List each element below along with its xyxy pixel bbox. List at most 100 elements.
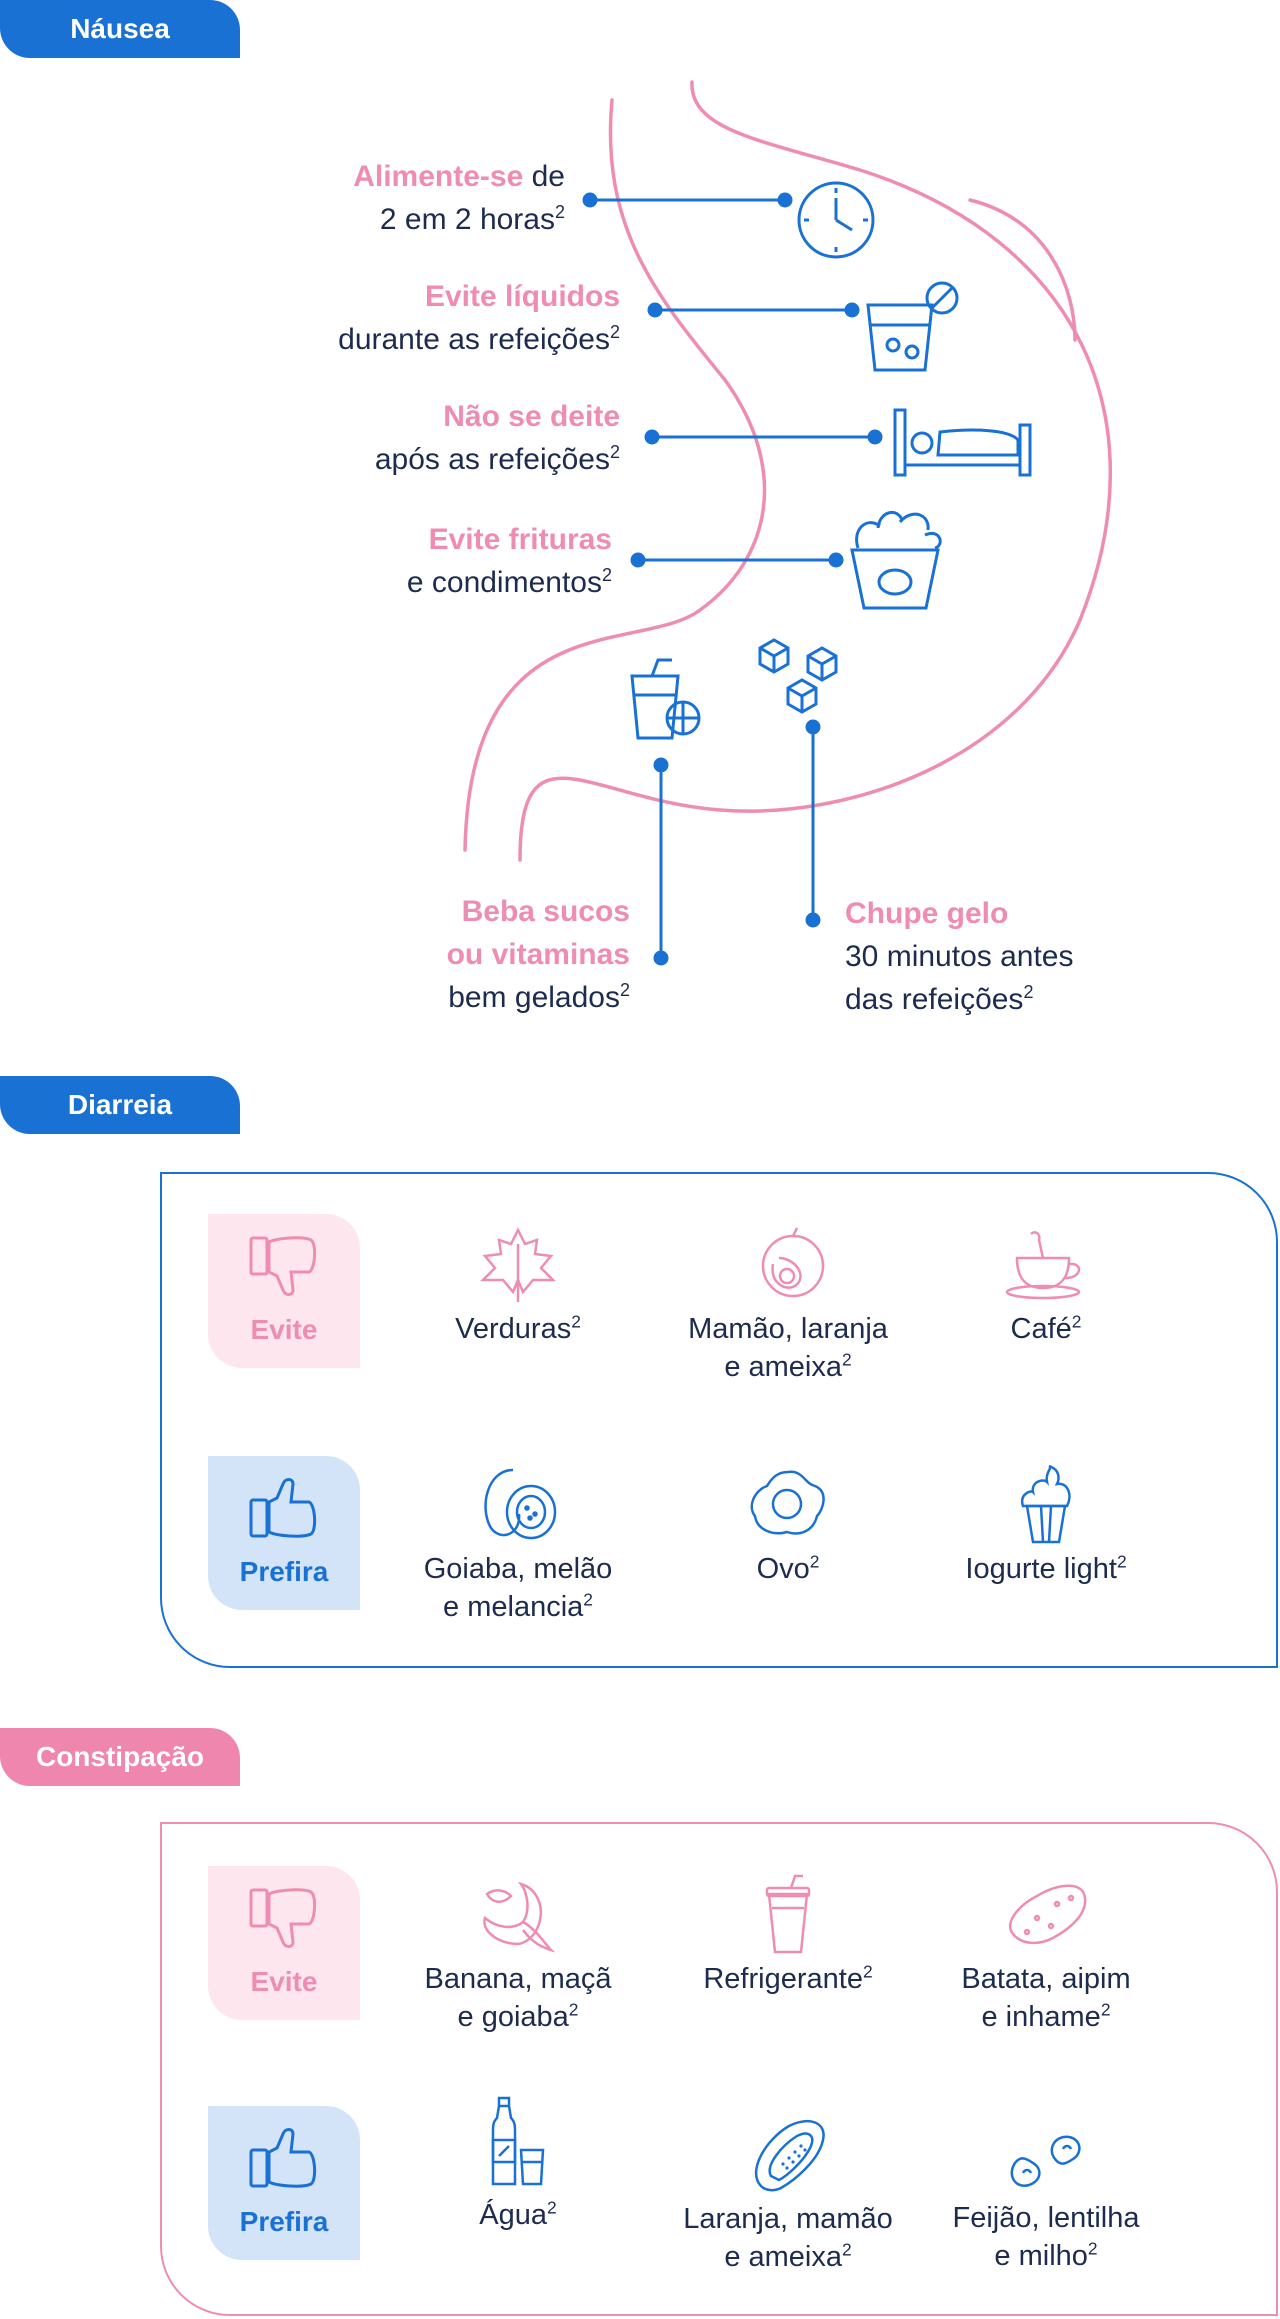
tip-highlight: ou vitaminas bbox=[446, 938, 630, 971]
food-name: e goiaba bbox=[457, 2001, 569, 2033]
prefira-label: Prefira bbox=[239, 1556, 329, 1587]
food-item-mamao-laranja-ameixa: Mamão, laranja e ameixa2 bbox=[658, 1224, 918, 1386]
soda-cup-icon bbox=[765, 1874, 811, 1954]
food-item-banana-maca-goiaba: Banana, maçã e goiaba2 bbox=[388, 1874, 648, 2036]
footnote-ref: 2 bbox=[1071, 1311, 1082, 1332]
banana-icon bbox=[483, 1881, 556, 1953]
footnote-ref: 2 bbox=[809, 1551, 820, 1572]
thumbs-up-icon bbox=[249, 2128, 317, 2188]
constipacao-card: Evite Prefira Banana, maçã e goiaba2 Ref… bbox=[160, 1822, 1278, 2316]
food-name: Verduras bbox=[455, 1313, 572, 1345]
food-name: Mamão, laranja bbox=[688, 1313, 888, 1345]
section-tab-constipacao: Constipação bbox=[0, 1728, 240, 1786]
fried-egg-icon bbox=[750, 1470, 825, 1535]
tip-text: de bbox=[523, 160, 565, 193]
papaya-icon bbox=[754, 2120, 825, 2192]
section-tab-label: Constipação bbox=[35, 1741, 205, 1772]
juice-glass-icon bbox=[630, 658, 701, 740]
tip-text: após as refeições bbox=[374, 443, 610, 476]
food-name: Banana, maçã bbox=[424, 1963, 612, 1995]
food-item-batata-aipim-inhame: Batata, aipim e inhame2 bbox=[916, 1874, 1176, 2036]
potato-icon bbox=[1009, 1884, 1087, 1945]
coffee-cup-icon bbox=[1005, 1231, 1081, 1300]
food-name: e milho bbox=[994, 2240, 1088, 2272]
footnote-ref: 2 bbox=[1087, 2238, 1098, 2259]
food-name: Goiaba, melão bbox=[423, 1553, 613, 1585]
food-item-iogurte: Iogurte light2 bbox=[916, 1464, 1176, 1588]
food-name: e inhame bbox=[981, 2001, 1101, 2033]
clock-icon bbox=[797, 181, 875, 259]
tip-highlight: Evite líquidos bbox=[424, 280, 620, 313]
tip-evite-frituras: Evite frituras e condimentos2 bbox=[200, 518, 612, 604]
footnote-ref: 2 bbox=[1100, 1999, 1111, 2020]
drink-glass-icon bbox=[866, 281, 959, 372]
footnote-ref: 2 bbox=[842, 1349, 852, 1370]
tip-text: 30 minutos antes bbox=[845, 940, 1074, 973]
footnote-ref: 2 bbox=[1023, 982, 1034, 1002]
tip-text: durante as refeições bbox=[338, 323, 610, 356]
tip-highlight: Alimente-se bbox=[353, 160, 524, 193]
food-item-verduras: Verduras2 bbox=[388, 1224, 648, 1348]
food-name: Água bbox=[479, 2199, 548, 2231]
food-item-agua: Água2 bbox=[388, 2094, 648, 2234]
food-name: e ameixa bbox=[724, 2241, 842, 2273]
footnote-ref: 2 bbox=[862, 1961, 873, 1982]
food-item-cafe: Café2 bbox=[916, 1224, 1176, 1348]
thumbs-up-icon bbox=[249, 1478, 317, 1538]
evite-label: Evite bbox=[250, 1314, 318, 1345]
food-item-laranja-mamao-ameixa: Laranja, mamão e ameixa2 bbox=[658, 2114, 918, 2276]
footnote-ref: 2 bbox=[609, 442, 620, 462]
food-item-refrigerante: Refrigerante2 bbox=[658, 1874, 918, 1998]
beans-icon bbox=[1010, 2135, 1081, 2187]
water-bottle-icon bbox=[491, 2096, 545, 2186]
tip-chupe-gelo: Chupe gelo 30 minutos antes das refeiçõe… bbox=[845, 892, 1175, 1021]
section-tab-nausea: Náusea bbox=[0, 0, 240, 58]
tip-highlight: Não se deite bbox=[443, 400, 620, 433]
fried-chicken-bucket-icon bbox=[850, 511, 942, 610]
footnote-ref: 2 bbox=[568, 1999, 579, 2020]
footnote-ref: 2 bbox=[547, 2197, 557, 2218]
food-item-feijao-lentilha-milho: Feijão, lentilha e milho2 bbox=[916, 2129, 1176, 2275]
tip-alimente: Alimente-se de 2 em 2 horas2 bbox=[250, 155, 565, 241]
footnote-ref: 2 bbox=[1116, 1551, 1127, 1572]
stomach-inner-curve bbox=[968, 198, 1077, 342]
tip-highlight: Chupe gelo bbox=[845, 897, 1009, 930]
food-name: e ameixa bbox=[724, 1351, 842, 1383]
evite-label: Evite bbox=[250, 1966, 318, 1997]
stomach-illustration bbox=[463, 80, 1112, 966]
food-name: Batata, aipim bbox=[961, 1963, 1131, 1995]
tip-text: das refeições bbox=[845, 983, 1024, 1016]
tip-nao-se-deite: Não se deite após as refeições2 bbox=[200, 395, 620, 481]
evite-badge: Evite bbox=[208, 1866, 360, 2020]
food-name: Feijão, lentilha bbox=[952, 2202, 1140, 2234]
section-tab-label: Náusea bbox=[70, 13, 170, 44]
bed-icon bbox=[893, 408, 1032, 477]
footnote-ref: 2 bbox=[571, 1311, 581, 1332]
food-item-goiaba-melao-melancia: Goiaba, melão e melancia2 bbox=[388, 1464, 648, 1626]
footnote-ref: 2 bbox=[601, 565, 612, 585]
tip-highlight: Beba sucos bbox=[461, 895, 630, 928]
section-tab-label: Diarreia bbox=[67, 1089, 173, 1120]
thumbs-down-icon bbox=[249, 1236, 317, 1296]
stomach-outline-right bbox=[518, 80, 1112, 862]
food-name: Café bbox=[1010, 1313, 1072, 1345]
footnote-ref: 2 bbox=[583, 1589, 593, 1610]
tip-beba-sucos: Beba sucos ou vitaminas bem gelados2 bbox=[300, 890, 630, 1019]
stomach-outline-left bbox=[463, 98, 767, 852]
prefira-label: Prefira bbox=[239, 2206, 329, 2237]
guava-icon bbox=[484, 1468, 557, 1540]
tip-text: 2 em 2 horas bbox=[379, 203, 555, 236]
plum-icon bbox=[761, 1227, 825, 1298]
food-name: Laranja, mamão bbox=[683, 2203, 893, 2235]
prefira-badge: Prefira bbox=[208, 1456, 360, 1610]
footnote-ref: 2 bbox=[842, 2239, 852, 2260]
food-item-ovo: Ovo2 bbox=[658, 1464, 918, 1588]
leaf-icon bbox=[479, 1227, 557, 1302]
footnote-ref: 2 bbox=[609, 322, 620, 342]
tip-evite-liquidos: Evite líquidos durante as refeições2 bbox=[200, 275, 620, 361]
tip-text: e condimentos bbox=[406, 566, 602, 599]
food-name: Iogurte light bbox=[965, 1553, 1117, 1585]
prefira-badge: Prefira bbox=[208, 2106, 360, 2260]
tip-highlight: Evite frituras bbox=[428, 523, 612, 556]
ice-cubes-icon bbox=[758, 638, 838, 714]
